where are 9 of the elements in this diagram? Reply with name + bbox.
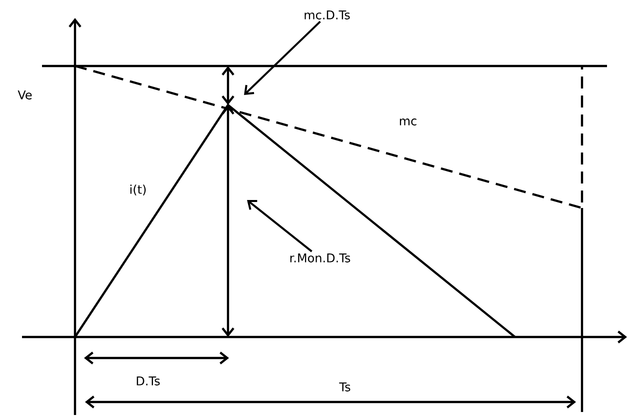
callout-label: r.Mon.D.Ts [290,254,350,262]
axis-label: Ve [18,90,32,100]
axis-label: mc [400,118,416,126]
leader-arrow [247,200,312,252]
axis-label: D.Ts [136,376,160,386]
axis-label: i(t) [130,184,146,196]
callout-label: mc.D.Ts [304,10,350,20]
leader-arrow [244,20,321,95]
axis-label: Ts [339,382,350,392]
